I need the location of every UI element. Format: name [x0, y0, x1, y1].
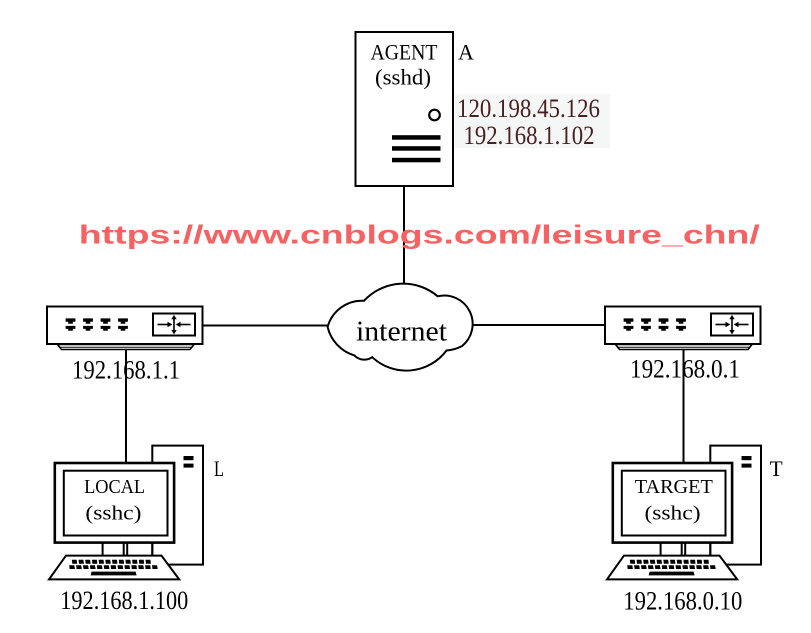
svg-text:(sshc): (sshc) — [645, 503, 701, 525]
svg-text:120.198.45.126: 120.198.45.126 — [457, 94, 600, 123]
svg-text:192.168.1.102: 192.168.1.102 — [464, 121, 595, 150]
svg-text:internet: internet — [356, 317, 447, 348]
svg-text:192.168.1.1: 192.168.1.1 — [72, 355, 180, 384]
svg-text:T: T — [770, 456, 784, 481]
svg-text:https://www.cnblogs.com/leisur: https://www.cnblogs.com/leisure_chn/ — [79, 220, 760, 250]
svg-text:192.168.1.100: 192.168.1.100 — [60, 586, 188, 615]
svg-text:192.168.0.1: 192.168.0.1 — [630, 355, 740, 384]
svg-text:(sshd): (sshd) — [375, 65, 431, 90]
svg-text:A: A — [458, 40, 474, 65]
svg-text:LOCAL: LOCAL — [84, 476, 145, 498]
svg-text:AGENT: AGENT — [371, 40, 438, 65]
svg-text:TARGET: TARGET — [635, 476, 713, 498]
svg-text:(sshc): (sshc) — [85, 502, 141, 524]
svg-text:L: L — [214, 456, 224, 481]
svg-text:192.168.0.10: 192.168.0.10 — [623, 587, 742, 616]
